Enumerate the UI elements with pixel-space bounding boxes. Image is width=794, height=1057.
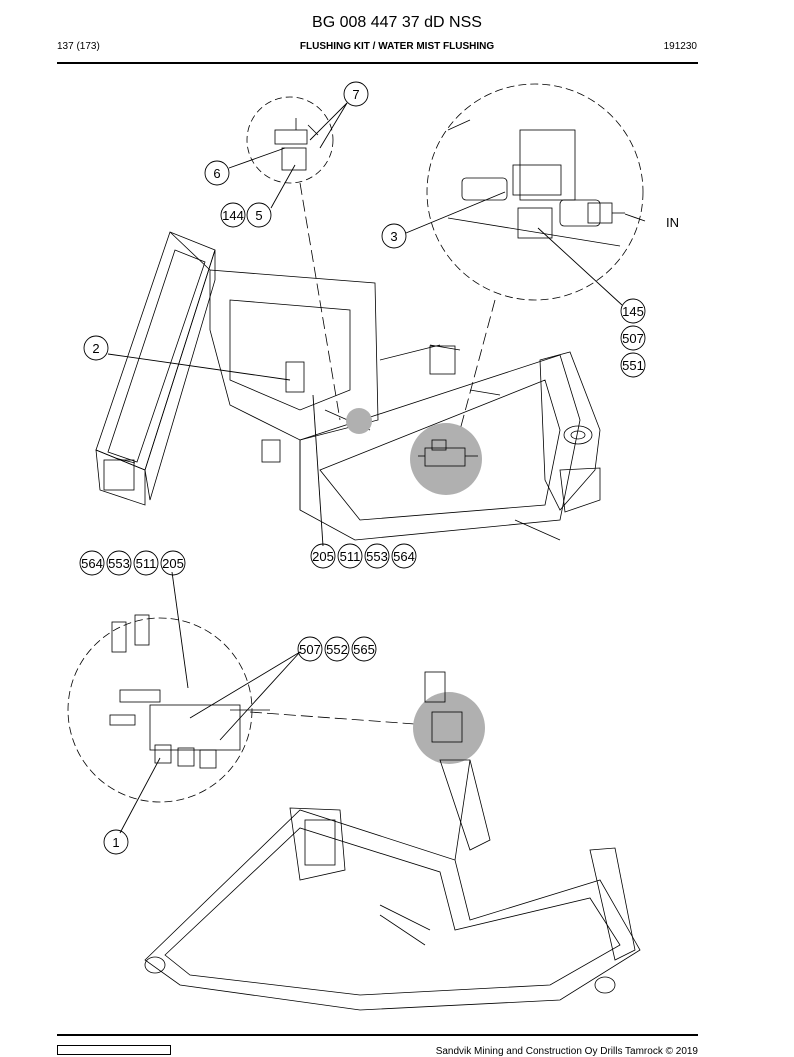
callout-565: 565 <box>351 636 377 662</box>
svg-text:553: 553 <box>108 556 130 571</box>
svg-text:5: 5 <box>255 208 262 223</box>
callout-507: 507 <box>297 636 323 662</box>
upper-boom-frame <box>95 231 601 541</box>
page-number: 137 (173) <box>57 41 100 52</box>
callout-145: 145 <box>620 298 646 324</box>
callout-3: 3 <box>381 223 407 249</box>
detail-leader-dash <box>299 182 341 421</box>
svg-text:145: 145 <box>622 304 644 319</box>
detail-leader-dash-2 <box>459 299 496 431</box>
callout-553: 553 <box>364 543 390 569</box>
svg-text:7: 7 <box>352 87 359 102</box>
svg-text:205: 205 <box>162 556 184 571</box>
callout-551: 551 <box>620 352 646 378</box>
inlet-label: IN <box>666 215 679 230</box>
callout-1: 1 <box>103 829 129 855</box>
callout-553: 553 <box>106 550 132 576</box>
valve-block-icon <box>418 439 478 467</box>
document-date-code: 191230 <box>663 41 697 52</box>
callout-144: 144 <box>220 202 246 228</box>
document-title: BG 008 447 37 dD NSS <box>312 14 482 31</box>
callout-5: 5 <box>246 202 272 228</box>
detail-leader-dash-3 <box>249 711 416 725</box>
svg-text:565: 565 <box>353 642 375 657</box>
callout-511: 511 <box>133 550 159 576</box>
detail-circle-top-right <box>426 83 644 301</box>
section-title: FLUSHING KIT / WATER MIST FLUSHING <box>299 41 495 52</box>
detail-highlight-small <box>346 408 372 434</box>
detail-circle-top-left <box>246 96 334 184</box>
svg-text:3: 3 <box>390 229 397 244</box>
footer-rule <box>57 1034 698 1036</box>
svg-text:507: 507 <box>299 642 321 657</box>
header-rule <box>57 62 698 64</box>
svg-text:564: 564 <box>81 556 103 571</box>
svg-text:564: 564 <box>393 549 415 564</box>
svg-text:511: 511 <box>136 556 157 571</box>
svg-text:1: 1 <box>112 835 119 850</box>
callout-552: 552 <box>324 636 350 662</box>
callout-7: 7 <box>343 81 369 107</box>
detail-highlight-lower <box>413 692 485 764</box>
callout-511: 511 <box>337 543 363 569</box>
svg-text:552: 552 <box>326 642 348 657</box>
svg-text:2: 2 <box>92 341 99 356</box>
svg-text:551: 551 <box>622 358 644 373</box>
callout-205: 205 <box>310 543 336 569</box>
callout-507: 507 <box>620 325 646 351</box>
callout-6: 6 <box>204 160 230 186</box>
svg-text:144: 144 <box>222 208 244 223</box>
callout-564: 564 <box>391 543 417 569</box>
company-logo <box>57 1045 171 1055</box>
fitting-assembly-top-left <box>274 118 319 171</box>
filter-assembly <box>447 119 625 247</box>
manifold-assembly <box>109 614 270 769</box>
svg-text:6: 6 <box>213 166 220 181</box>
lower-carrier-frame <box>144 671 641 1011</box>
callout-2: 2 <box>83 335 109 361</box>
detail-circle-lower-left <box>67 617 253 803</box>
svg-text:511: 511 <box>340 549 361 564</box>
svg-text:507: 507 <box>622 331 644 346</box>
footer-copyright: Sandvik Mining and Construction Oy Drill… <box>435 1046 698 1057</box>
svg-text:205: 205 <box>312 549 334 564</box>
callout-205: 205 <box>160 550 186 576</box>
detail-highlight-valve <box>410 423 482 495</box>
leader-lines <box>107 102 646 834</box>
callout-564: 564 <box>79 550 105 576</box>
svg-text:553: 553 <box>366 549 388 564</box>
